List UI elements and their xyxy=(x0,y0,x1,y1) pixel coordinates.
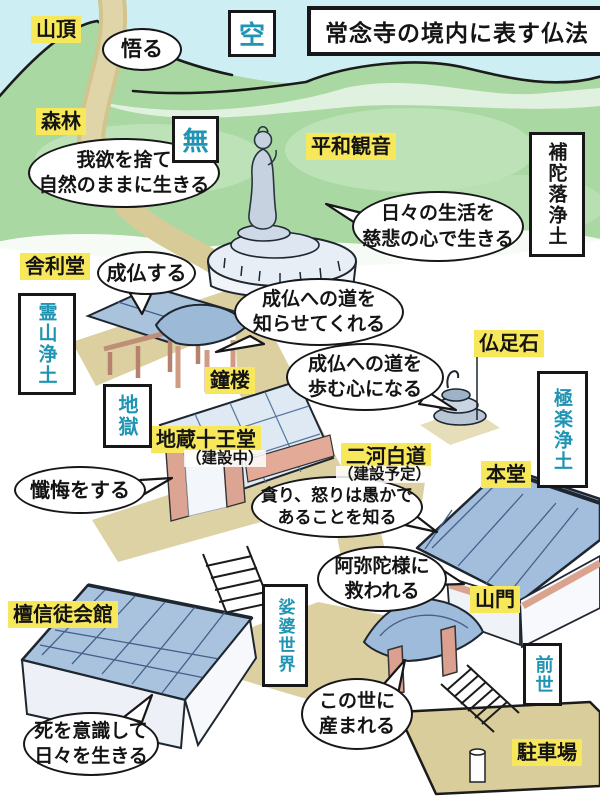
speech-bubble-musaboru: 貪り、怒りは愚かで あることを知る xyxy=(251,476,423,538)
place-label-main-hall: 本堂 xyxy=(481,461,531,488)
bubble-text: 死を意識して xyxy=(34,719,148,742)
bubble-text: あることを知る xyxy=(277,508,397,528)
speech-bubble-sange: 懺悔をする xyxy=(14,466,146,514)
bubble-text: 成仏への道を xyxy=(261,287,376,310)
realm-box-nothingness: 無 xyxy=(172,116,219,163)
stone-stairs-east xyxy=(440,664,520,733)
realm-box-ryozen-pure-land: 霊山浄土 xyxy=(18,293,76,395)
place-label-parking: 駐車場 xyxy=(512,739,582,766)
place-label-nigabyakudo: 二河白道 xyxy=(341,443,431,470)
speech-bubble-hibi: 日々の生活を 慈悲の心で生きる xyxy=(352,191,524,262)
realm-box-previous-life: 前世 xyxy=(523,643,562,706)
realm-box-hell: 地獄 xyxy=(103,384,152,448)
realm-box-fudaraku-pure-land: 補陀落浄土 xyxy=(529,132,585,257)
bubble-text: 歩む心になる xyxy=(307,378,422,400)
bubble-text: 阿弥陀様に xyxy=(334,554,430,577)
speech-bubble-ayumu: 成仏への道を 歩む心になる xyxy=(286,343,444,411)
place-label-peace-kannon: 平和観音 xyxy=(306,133,396,160)
place-label-gate: 山門 xyxy=(470,586,520,613)
bubble-text: 悟る xyxy=(121,36,163,61)
bubble-text: 自然のままに生きる xyxy=(38,174,210,196)
speech-bubble-amida: 阿弥陀様に 救われる xyxy=(317,546,447,612)
speech-bubble-jobutsu: 成仏する xyxy=(97,251,196,295)
bubble-text: 日々を生きる xyxy=(34,745,148,767)
place-label-summit: 山頂 xyxy=(31,16,81,43)
bubble-text: 産まれる xyxy=(318,715,395,737)
speech-bubble-shirasete: 成仏への道を 知らせてくれる xyxy=(234,278,404,346)
bubble-text: 貪り、怒りは愚かで xyxy=(260,485,414,506)
bubble-text: 日々の生活を xyxy=(380,202,495,225)
bubble-text: 成仏する xyxy=(106,260,187,285)
construction-note-nigabyakudo: （建設予定） xyxy=(336,465,434,484)
bubble-text: 成仏への道を xyxy=(307,352,422,375)
bubble-text: 懺悔をする xyxy=(30,477,130,502)
bubble-text: この世に xyxy=(318,689,395,712)
realm-box-gokuraku-pure-land: 極楽浄土 xyxy=(537,371,588,488)
speech-bubble-konoyo: この世に 産まれる xyxy=(301,678,413,750)
realm-box-saha-world: 娑婆世界 xyxy=(262,584,308,687)
realm-box-sky: 空 xyxy=(228,10,276,57)
construction-note-jizo: （建設中） xyxy=(184,449,266,468)
place-label-forest: 森林 xyxy=(36,108,86,135)
bubble-text: 知らせてくれる xyxy=(252,313,386,335)
place-label-sharido: 舎利堂 xyxy=(20,253,90,280)
buddha-footprint-stone xyxy=(433,355,487,426)
page-title: 常念寺の境内に表す仏法 xyxy=(307,6,600,56)
bollard xyxy=(469,751,486,783)
speech-bubble-shiwo: 死を意識して 日々を生きる xyxy=(23,712,159,776)
bubble-text: 我欲を捨て xyxy=(76,148,172,171)
place-label-footprint-stone: 仏足石 xyxy=(474,330,544,357)
place-label-jizo-hall: 地蔵十王堂 xyxy=(151,426,261,453)
bubble-text: 救われる xyxy=(344,580,420,602)
bell-tower-building xyxy=(154,303,250,392)
speech-bubble-satoru: 悟る xyxy=(102,28,182,71)
bubble-text: 慈悲の心で生きる xyxy=(362,227,514,250)
place-label-parishioner-hall: 檀信徒会館 xyxy=(8,601,118,628)
gate-building xyxy=(362,597,485,696)
place-label-bell-tower: 鐘楼 xyxy=(205,367,255,394)
